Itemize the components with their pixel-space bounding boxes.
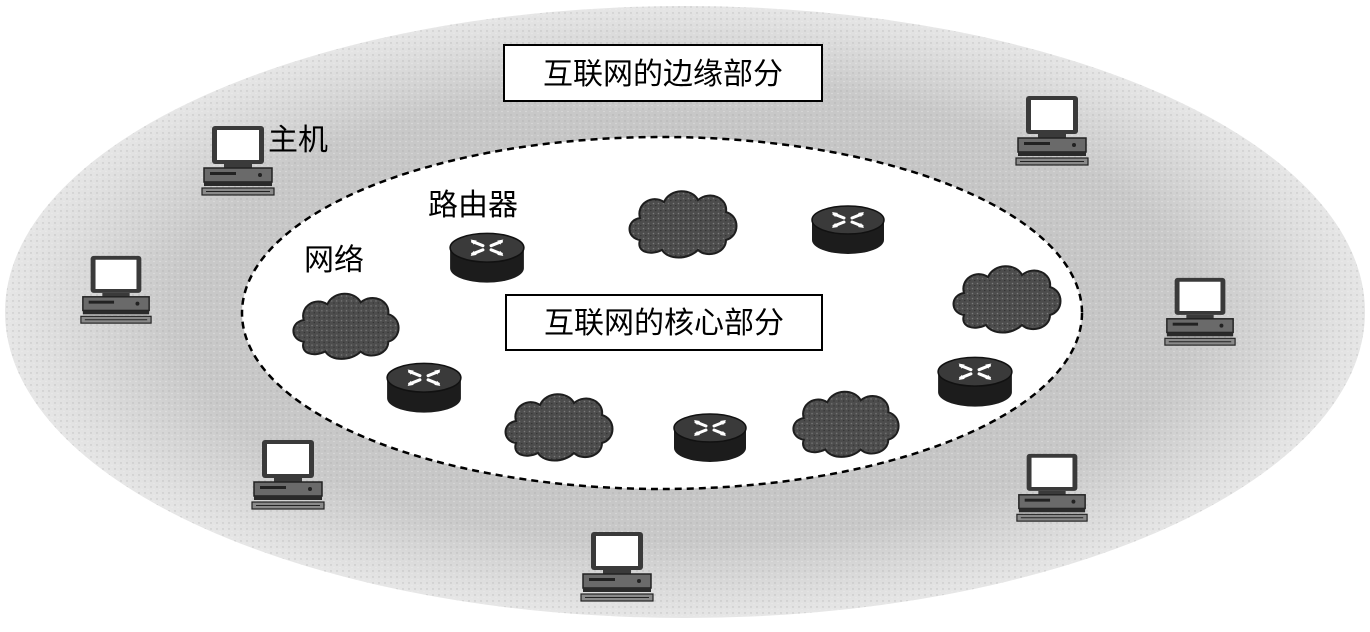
host-computer-icon — [580, 531, 654, 602]
router-icon — [936, 355, 1014, 409]
router-icon — [448, 231, 526, 285]
host-computer-icon — [1015, 95, 1089, 166]
core-title: 互联网的核心部分 — [544, 306, 784, 341]
host-computer-icon — [1164, 277, 1236, 346]
network-cloud-icon — [504, 393, 614, 462]
network-cloud-icon — [792, 390, 900, 458]
network-cloud-icon — [952, 265, 1062, 334]
router-icon — [385, 361, 463, 415]
network-cloud-icon — [292, 292, 400, 360]
edge-title: 互联网的边缘部分 — [543, 57, 783, 92]
host-computer-icon — [201, 125, 275, 196]
host-computer-icon — [80, 255, 152, 324]
host-computer-icon — [1016, 453, 1088, 522]
edge-title-box: 互联网的边缘部分 — [503, 44, 823, 102]
host-computer-icon — [251, 439, 325, 510]
router-label: 路由器 — [428, 188, 518, 223]
router-icon — [810, 204, 886, 256]
router-icon — [672, 412, 748, 464]
core-title-box: 互联网的核心部分 — [505, 294, 823, 351]
network-cloud-icon — [628, 190, 738, 259]
host-label: 主机 — [268, 123, 328, 158]
network-label: 网络 — [304, 243, 364, 278]
